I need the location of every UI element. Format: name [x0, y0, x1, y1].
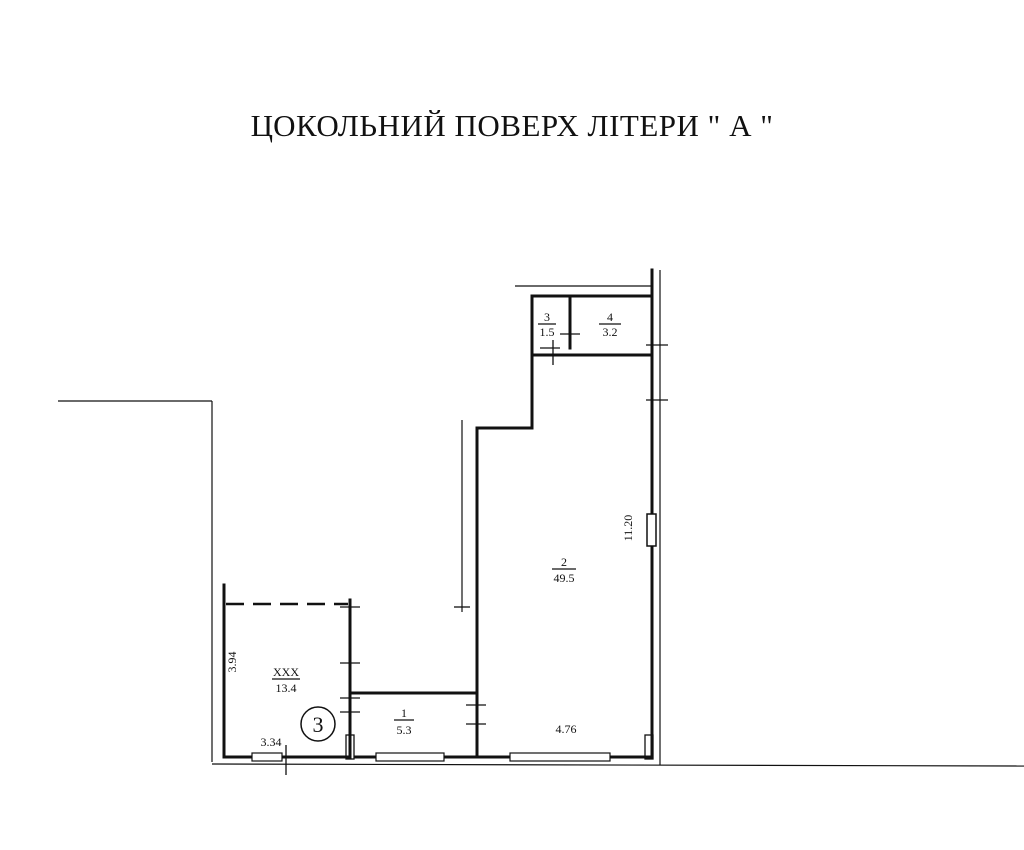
- section-marker: 3: [300, 706, 336, 742]
- dimension-room2-height: 11.20: [621, 515, 635, 542]
- room-2-label: 2 49.5: [552, 555, 576, 585]
- svg-text:13.4: 13.4: [276, 681, 297, 695]
- door-marks: [285, 333, 668, 775]
- room-xxx-label: XXX 13.4: [272, 665, 300, 695]
- svg-text:4: 4: [607, 310, 613, 324]
- svg-text:3: 3: [313, 712, 324, 737]
- dimension-roomxxx-width: 3.34: [261, 735, 282, 749]
- room-3-4-walls: [515, 270, 661, 765]
- east-wall-window: [646, 513, 657, 547]
- ground-line: [211, 763, 1024, 767]
- dimension-room2-width: 4.76: [556, 722, 577, 736]
- svg-text:3.2: 3.2: [603, 325, 618, 339]
- room-2-walls: [461, 268, 654, 759]
- south-wall-windows: [251, 752, 611, 762]
- svg-text:1.5: 1.5: [540, 325, 555, 339]
- room-1-label: 1 5.3: [394, 706, 414, 737]
- svg-text:XXX: XXX: [273, 665, 299, 679]
- svg-text:1: 1: [401, 706, 407, 720]
- plan-title: ЦОКОЛЬНИЙ ПОВЕРХ ЛІТЕРИ " А ": [250, 108, 774, 143]
- dimension-roomxxx-height: 3.94: [225, 652, 239, 673]
- svg-text:3: 3: [544, 310, 550, 324]
- room-xxx-walls: [222, 583, 360, 759]
- svg-text:2: 2: [561, 555, 567, 569]
- room-1-walls: [348, 691, 479, 759]
- svg-text:5.3: 5.3: [397, 723, 412, 737]
- adjacent-building-outline: [58, 400, 213, 762]
- room-3-label: 3 1.5: [538, 310, 556, 339]
- room-4-label: 4 3.2: [599, 310, 621, 339]
- svg-text:49.5: 49.5: [554, 571, 575, 585]
